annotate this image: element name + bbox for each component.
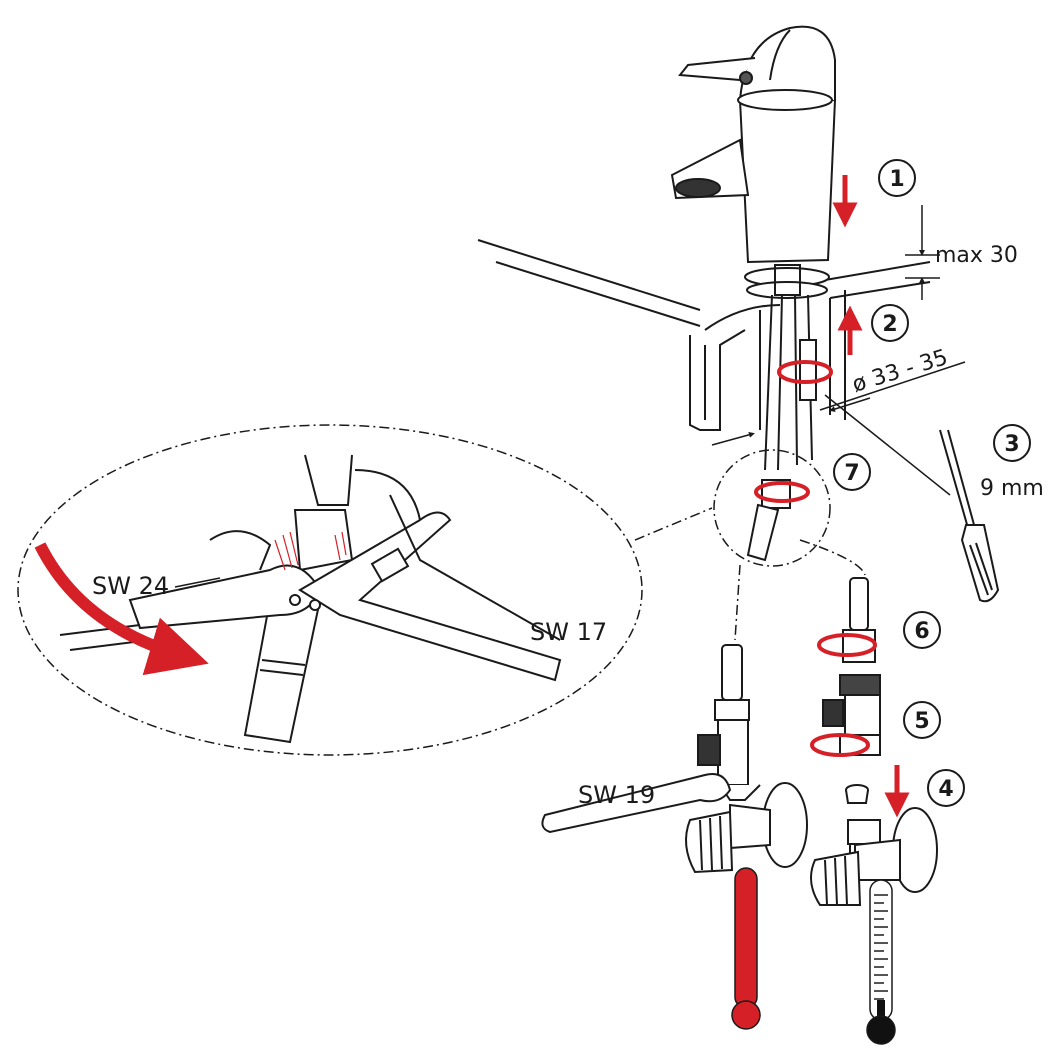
step-5-marker: 5 [903,701,941,739]
hex-key-size-label: 9 mm [980,476,1044,501]
step-3-marker: 3 [993,424,1031,462]
wrench-turn-arrow [34,542,209,676]
step6-rotation-icon [817,633,877,657]
step-4-number: 4 [938,777,953,802]
hex-key-tool [939,429,1000,603]
sw24-leader [174,577,221,588]
basin-countertop [477,239,931,431]
step-4-marker: 4 [927,769,965,807]
step-2-number: 2 [882,312,897,337]
step-2-marker: 2 [871,304,909,342]
cold-angle-valve [810,807,938,906]
wrench-sw17-label: SW 17 [530,618,607,646]
wrench-sw24-label: SW 24 [92,572,169,600]
red-hatching [274,531,347,571]
cold-adapter-valve [822,674,881,756]
step-5-number: 5 [914,709,929,734]
hex-key-leader [824,394,951,496]
seal-washer [845,784,869,804]
step-1-number: 1 [889,167,904,192]
hose-leaders [734,539,866,641]
wrenches-detail [59,454,562,744]
step-3-number: 3 [1004,432,1019,457]
step-7-number: 7 [844,461,859,486]
hose-connection [746,479,791,562]
step2-rotation-icon [777,360,833,384]
step-7-marker: 7 [833,453,871,491]
hot-thermometer [731,867,761,1030]
max-height-dimension [905,205,940,300]
faucet [670,25,837,264]
hole-diameter-label: ø 33 - 35 [849,345,950,398]
hole-diameter-dimension [711,361,966,446]
cold-thermometer [866,879,896,1045]
sw19-wrench [541,773,732,834]
wrench-sw19-label: SW 19 [578,781,655,809]
step5-rotation-icon [810,733,870,757]
step-6-number: 6 [914,619,929,644]
mounting-plate [744,264,830,299]
step-1-marker: 1 [878,159,916,197]
detail-ellipse [17,424,713,756]
step-6-marker: 6 [903,611,941,649]
step7-rotation-icon [754,481,810,503]
detail-circle-small [713,449,831,567]
hot-angle-valve [685,644,808,874]
max-height-label: max 30 [935,243,1018,268]
